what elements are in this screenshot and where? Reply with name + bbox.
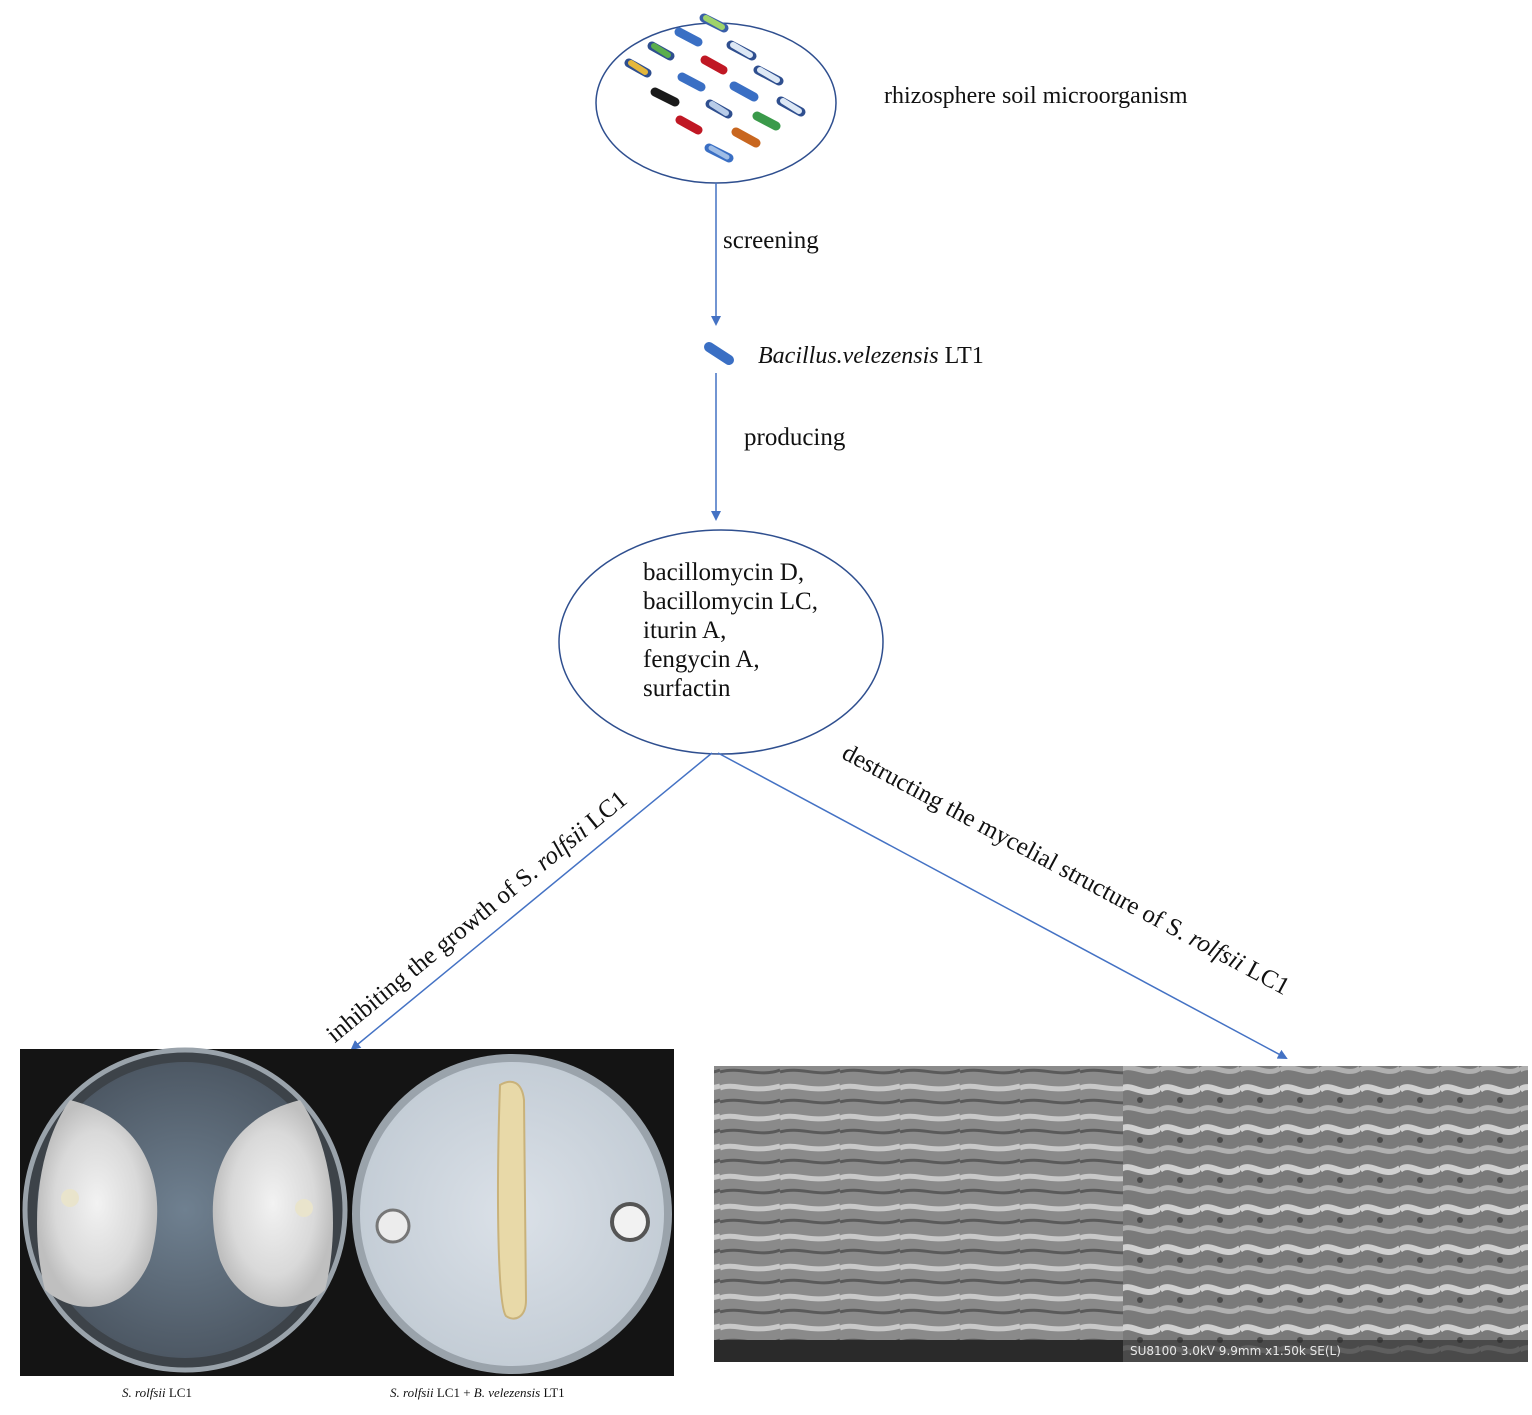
compound-item: surfactin [643,675,731,702]
compound-item: iturin A, [643,617,727,644]
arrow-right-branch [717,752,1288,1059]
step-producing-label: producing [744,424,846,451]
plate2-caption: S. rolfsii LC1 + B. velezensis LT1 [390,1385,565,1400]
source-label: rhizosphere soil microorganism [884,83,1188,109]
bacteria-cluster-icon [624,13,806,163]
compound-item: bacillomycin D, [643,559,805,586]
bacterium-icon [704,342,734,365]
plate1-caption: S. rolfsii LC1 [122,1385,192,1400]
compounds-list: bacillomycin D, bacillomycin LC, iturin … [643,558,818,703]
sem-micrograph-icon [714,1066,1528,1362]
petri-photo-panel [20,1047,674,1376]
compound-item: bacillomycin LC, [643,588,818,615]
strain-label: Bacillus.velezensis LT1 [758,344,984,368]
compound-item: fengycin A, [643,646,760,673]
arrow-left-branch [350,752,713,1051]
petri-dish-control-icon [22,1047,348,1373]
petri-dish-dual-culture-icon [352,1054,672,1374]
strain-plain: LT1 [938,343,984,369]
step-screening-label: screening [723,227,819,254]
sem-footer-label: SU8100 3.0kV 9.9mm x1.50k SE(L) [1130,1344,1341,1358]
strain-italic: Bacillus.velezensis [758,343,939,369]
